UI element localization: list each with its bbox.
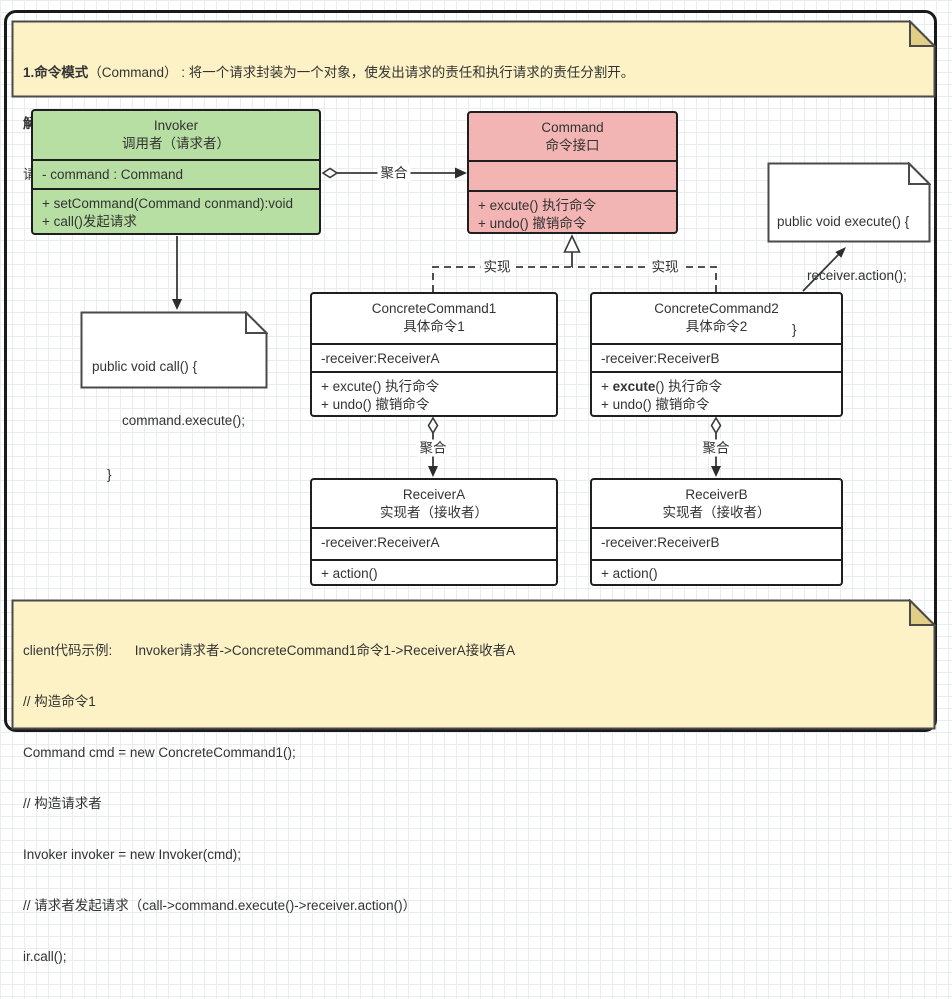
class-box-receiver-a[interactable]: ReceiverA 实现者（接收者） -receiver:ReceiverA +… [310, 478, 558, 586]
code-line: receiver.action(); [777, 268, 907, 283]
class-methods: + excute() 执行命令 + undo() 撤销命令 [592, 371, 841, 415]
class-name: Invoker [153, 118, 199, 133]
class-name: ReceiverB [685, 487, 748, 502]
class-attributes: -receiver:ReceiverA [312, 343, 556, 371]
class-methods: + action() [592, 559, 841, 584]
diagram-canvas: 1.命令模式（Command） : 将一个请求封装为一个对象，使发出请求的责任和… [4, 10, 937, 964]
note-shape [11, 599, 936, 730]
class-attributes: -receiver:ReceiverB [592, 343, 841, 371]
attribute: -receiver:ReceiverB [601, 351, 720, 366]
pattern-definition: （Command） : 将一个请求封装为一个对象，使发出请求的责任和执行请求的责… [88, 65, 635, 80]
note-shape [80, 311, 268, 389]
class-box-concrete-command2[interactable]: ConcreteCommand2 具体命令2 -receiver:Receive… [590, 292, 843, 417]
class-name: ConcreteCommand1 [371, 301, 497, 316]
class-title: Command 命令接口 [469, 113, 676, 160]
class-box-receiver-b[interactable]: ReceiverB 实现者（接收者） -receiver:ReceiverB +… [590, 478, 843, 586]
code-line: } [92, 467, 112, 482]
class-name-cn: 具体命令1 [403, 318, 465, 334]
note-line: 1.命令模式（Command） : 将一个请求封装为一个对象，使发出请求的责任和… [23, 64, 924, 81]
note-fold-icon [909, 599, 936, 626]
class-methods: + excute() 执行命令 + undo() 撤销命令 [312, 371, 556, 415]
code-line: // 构造请求者 [23, 796, 102, 811]
method: + undo() 撤销命令 [321, 396, 430, 412]
class-methods: + setCommand(Command conmand):void + cal… [33, 188, 319, 233]
note-shape [11, 20, 936, 98]
note-call-code[interactable]: public void call() { command.execute(); … [80, 311, 268, 482]
method: + excute() 执行命令 [478, 198, 597, 213]
note-fold-icon [245, 311, 268, 334]
canvas-border [4, 10, 937, 732]
code-line: client代码示例: Invoker请求者->ConcreteCommand1… [23, 643, 516, 658]
class-name-cn: 具体命令2 [685, 318, 748, 334]
edge-label-realization-right: 实现 [648, 258, 682, 276]
class-attributes: - command : Command [33, 159, 319, 188]
attribute: -receiver:ReceiverA [321, 351, 440, 366]
code-line: Command cmd = new ConcreteCommand1(); [23, 745, 296, 760]
note-shape [767, 162, 931, 243]
method: + undo() 撤销命令 [601, 396, 710, 412]
class-name-cn: 调用者（请求者） [122, 135, 230, 151]
code-line: // 构造命令1 [23, 694, 96, 709]
note-execute-code[interactable]: public void execute() { receiver.action(… [767, 162, 931, 337]
class-name-cn: 实现者（接收者） [380, 504, 488, 520]
method: + action() [601, 566, 658, 581]
method: + excute() 执行命令 [321, 379, 440, 394]
attribute: -receiver:ReceiverA [321, 535, 440, 550]
code-line: // 请求者发起请求（call->command.execute()->rece… [23, 898, 417, 913]
class-name: Command [541, 120, 604, 135]
class-attributes: -receiver:ReceiverA [312, 527, 556, 559]
class-name: ConcreteCommand2 [654, 301, 779, 316]
note-text: client代码示例: Invoker请求者->ConcreteCommand1… [11, 599, 936, 964]
method-suffix: () 执行命令 [655, 379, 723, 394]
class-title: ConcreteCommand1 具体命令1 [312, 294, 556, 343]
edge-label-aggregation-invoker-command: 聚合 [377, 164, 411, 182]
method: + call()发起请求 [42, 213, 137, 229]
attribute: - command : Command [42, 167, 184, 182]
edge-label-aggregation-receiver-a: 聚合 [416, 439, 450, 457]
note-text: 1.命令模式（Command） : 将一个请求封装为一个对象，使发出请求的责任和… [11, 20, 936, 182]
method: + undo() 撤销命令 [478, 215, 587, 231]
class-methods: + excute() 执行命令 + undo() 撤销命令 [469, 190, 676, 232]
class-title: ReceiverA 实现者（接收者） [312, 480, 556, 527]
note-outline [767, 162, 931, 243]
method-bold: excute [612, 379, 656, 394]
note-outline [80, 311, 268, 389]
method: + excute() 执行命令 [601, 378, 841, 396]
code-line: Invoker invoker = new Invoker(cmd); [23, 847, 241, 862]
class-name: ReceiverA [402, 487, 466, 502]
class-box-concrete-command1[interactable]: ConcreteCommand1 具体命令1 -receiver:Receive… [310, 292, 558, 417]
edge-label-realization-left: 实现 [480, 258, 514, 276]
class-attributes: -receiver:ReceiverB [592, 527, 841, 559]
code-line: ir.call(); [23, 949, 67, 964]
class-title: Invoker 调用者（请求者） [33, 111, 319, 159]
edge-label-aggregation-receiver-b: 聚合 [699, 439, 733, 457]
note-outline [11, 20, 936, 98]
pattern-title: 1.命令模式 [23, 65, 89, 80]
note-fold-icon [908, 162, 931, 185]
attribute: -receiver:ReceiverB [601, 535, 720, 550]
method: + setCommand(Command conmand):void [42, 196, 293, 211]
note-client-code[interactable]: client代码示例: Invoker请求者->ConcreteCommand1… [11, 599, 936, 964]
class-title: ReceiverB 实现者（接收者） [592, 480, 841, 527]
code-line: public void call() { [92, 359, 198, 374]
code-line: command.execute(); [92, 413, 246, 428]
class-box-invoker[interactable]: Invoker 调用者（请求者） - command : Command + s… [31, 109, 321, 235]
code-line: public void execute() { [777, 214, 910, 229]
class-methods: + action() [312, 559, 556, 584]
class-title: ConcreteCommand2 具体命令2 [592, 294, 841, 343]
method-prefix: + [601, 379, 613, 394]
class-name-cn: 命令接口 [545, 137, 600, 153]
note-pattern-description[interactable]: 1.命令模式（Command） : 将一个请求封装为一个对象，使发出请求的责任和… [11, 20, 936, 182]
code-line: } [777, 322, 797, 337]
method: + action() [321, 566, 378, 581]
note-fold-icon [909, 20, 936, 47]
class-attributes [469, 160, 676, 190]
note-text: public void call() { command.execute(); … [80, 311, 268, 482]
class-name-cn: 实现者（接收者） [662, 504, 771, 520]
note-outline [11, 599, 936, 730]
class-box-command[interactable]: Command 命令接口 + excute() 执行命令 + undo() 撤销… [467, 111, 678, 234]
note-text: public void execute() { receiver.action(… [767, 162, 931, 337]
